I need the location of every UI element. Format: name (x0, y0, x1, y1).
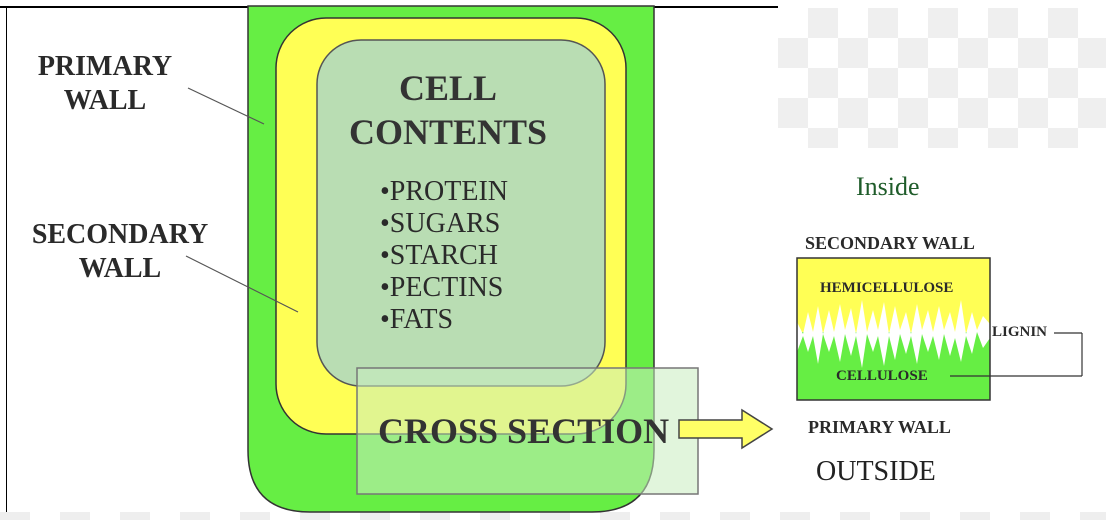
primary-wall-label: PRIMARY WALL (30, 50, 180, 118)
secondary-wall-label-line1: SECONDARY (31, 219, 209, 250)
hemicellulose-label: HEMICELLULOSE (820, 280, 954, 296)
left-border (6, 6, 7, 520)
cellulose-label: CELLULOSE (836, 368, 928, 384)
transparency-background (778, 8, 1106, 148)
inside-label: Inside (856, 172, 920, 201)
list-item: •PECTINS (380, 272, 504, 303)
secondary-wall-pointer (185, 255, 299, 313)
list-item: •STARCH (380, 240, 499, 271)
detail-box-border (796, 257, 991, 401)
primary-wall-label-line1: PRIMARY (37, 51, 173, 82)
list-item: •FATS (380, 304, 454, 335)
bottom-transparency-strip (0, 512, 1106, 520)
cross-section-box (356, 367, 699, 495)
detail-secondary-wall-label: SECONDARY WALL (805, 233, 975, 253)
secondary-wall-label: SECONDARY WALL (20, 218, 220, 286)
outside-label: OUTSIDE (816, 456, 936, 487)
primary-wall-label-line2: WALL (63, 85, 147, 116)
arrow-shape (678, 408, 774, 450)
secondary-wall-label-line2: WALL (78, 253, 162, 284)
cross-section-label: CROSS SECTION (378, 411, 670, 451)
cell-contents-title: CELL CONTENTS (345, 66, 551, 154)
list-item: •PROTEIN (380, 176, 509, 207)
cell-contents-title-line1: CELL (398, 68, 498, 108)
cell-contents-list: •PROTEIN •SUGARS •STARCH •PECTINS •FATS (380, 176, 508, 336)
detail-primary-wall-label: PRIMARY WALL (808, 417, 951, 437)
lignin-label: LIGNIN (992, 324, 1048, 340)
list-item: •SUGARS (380, 208, 501, 239)
lignin-interface (797, 300, 990, 368)
primary-wall-pointer (187, 87, 265, 125)
cell-contents-title-line2: CONTENTS (348, 112, 548, 152)
